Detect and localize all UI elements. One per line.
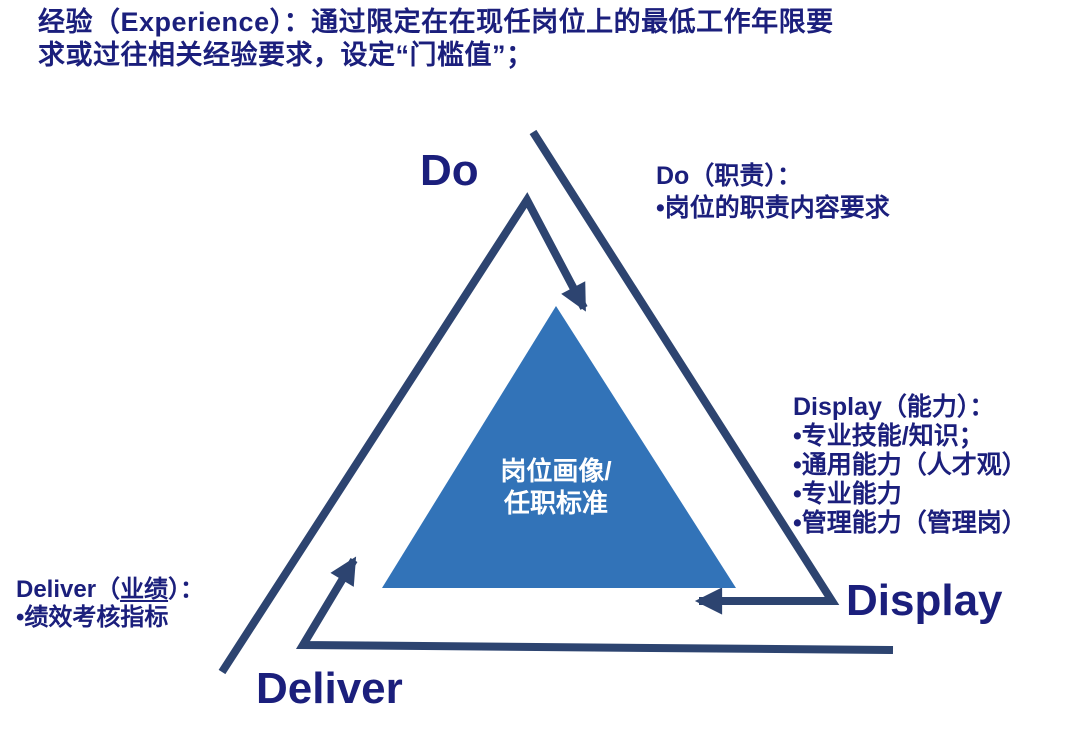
deliver-note-title-prefix: Deliver（ <box>16 576 121 603</box>
inner-triangle-caption-line-2: 任职标准 <box>503 488 608 518</box>
display-note: Display（能力）： •专业技能/知识； •通用能力（人才观） •专业能力 … <box>793 393 1027 538</box>
display-note-title: Display（能力）： <box>793 393 995 421</box>
do-note-title: Do（职责）： <box>656 162 802 190</box>
inner-triangle-caption-line-1: 岗位画像/ <box>500 456 612 486</box>
deliver-note: Deliver（业绩）： •绩效考核指标 <box>16 576 204 632</box>
deliver-note-title-suffix: ）： <box>168 576 205 603</box>
deliver-note-bullet: •绩效考核指标 <box>16 604 169 631</box>
display-note-bullet: •专业技能/知识； <box>793 422 984 450</box>
header-line-2: 求或过往相关经验要求，设定“门槛值”； <box>38 40 534 70</box>
do-note: Do（职责）： •岗位的职责内容要求 <box>656 160 890 224</box>
deliver-note-title: Deliver（业绩）： <box>16 576 204 604</box>
header-text: 经验（Experience）：通过限定在在现任岗位上的最低工作年限要 求或过往相… <box>38 6 938 72</box>
header-line-1: 经验（Experience）：通过限定在在现任岗位上的最低工作年限要 <box>38 7 834 37</box>
display-label: Display <box>846 576 1003 625</box>
deliver-note-title-underlined: 业绩 <box>120 576 169 603</box>
cycle-arrow-bottom-edge-icon <box>295 556 894 654</box>
display-note-bullet: •通用能力（人才观） <box>793 451 1027 479</box>
cycle-arrow-left-edge-icon <box>218 192 588 675</box>
cycle-arrow-right-edge-icon <box>529 129 840 615</box>
deliver-label: Deliver <box>256 664 403 713</box>
display-note-bullet: •管理能力（管理岗） <box>793 509 1027 537</box>
display-note-bullet: •专业能力 <box>793 480 902 508</box>
do-label: Do <box>420 146 479 195</box>
do-note-bullet: •岗位的职责内容要求 <box>656 194 890 222</box>
inner-triangle <box>382 306 736 588</box>
inner-triangle-caption: 岗位画像/ 任职标准 <box>446 455 666 519</box>
